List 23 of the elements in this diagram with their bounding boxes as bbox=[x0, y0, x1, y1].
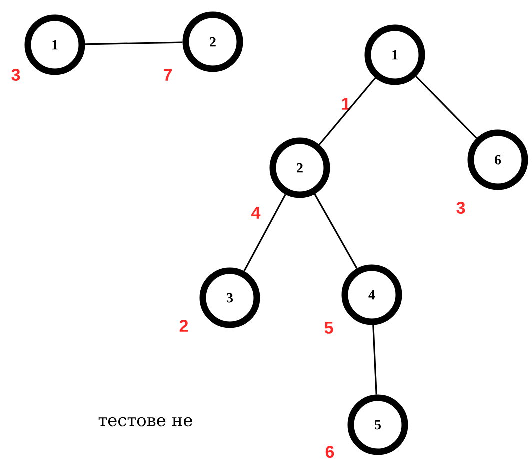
node-weight: 2 bbox=[180, 320, 188, 332]
node-weight: 1 bbox=[342, 98, 350, 110]
graph-node: 1 bbox=[24, 14, 86, 76]
graph-node: 5 bbox=[348, 394, 408, 456]
edge-line bbox=[416, 76, 478, 139]
node-weight: 3 bbox=[456, 202, 466, 214]
edge-line bbox=[372, 325, 378, 395]
node-weight: 4 bbox=[252, 207, 261, 219]
node-weight: 3 bbox=[12, 68, 20, 82]
graph-node: 3 bbox=[200, 268, 260, 328]
graph-node: 2 bbox=[270, 138, 330, 198]
graph-node: 2 bbox=[182, 12, 244, 72]
node-weight: 5 bbox=[324, 322, 334, 334]
graph-node: 4 bbox=[342, 264, 402, 326]
edge-line bbox=[244, 194, 286, 272]
edge-line bbox=[85, 42, 183, 46]
node-weight: 6 bbox=[326, 446, 334, 458]
graph-node: 6 bbox=[468, 130, 528, 190]
edge-line bbox=[314, 194, 358, 270]
node-weight: 7 bbox=[164, 69, 172, 81]
edge-line bbox=[318, 78, 376, 146]
graph-node: 1 bbox=[364, 24, 426, 86]
text-fragment: тестове не bbox=[98, 417, 192, 427]
